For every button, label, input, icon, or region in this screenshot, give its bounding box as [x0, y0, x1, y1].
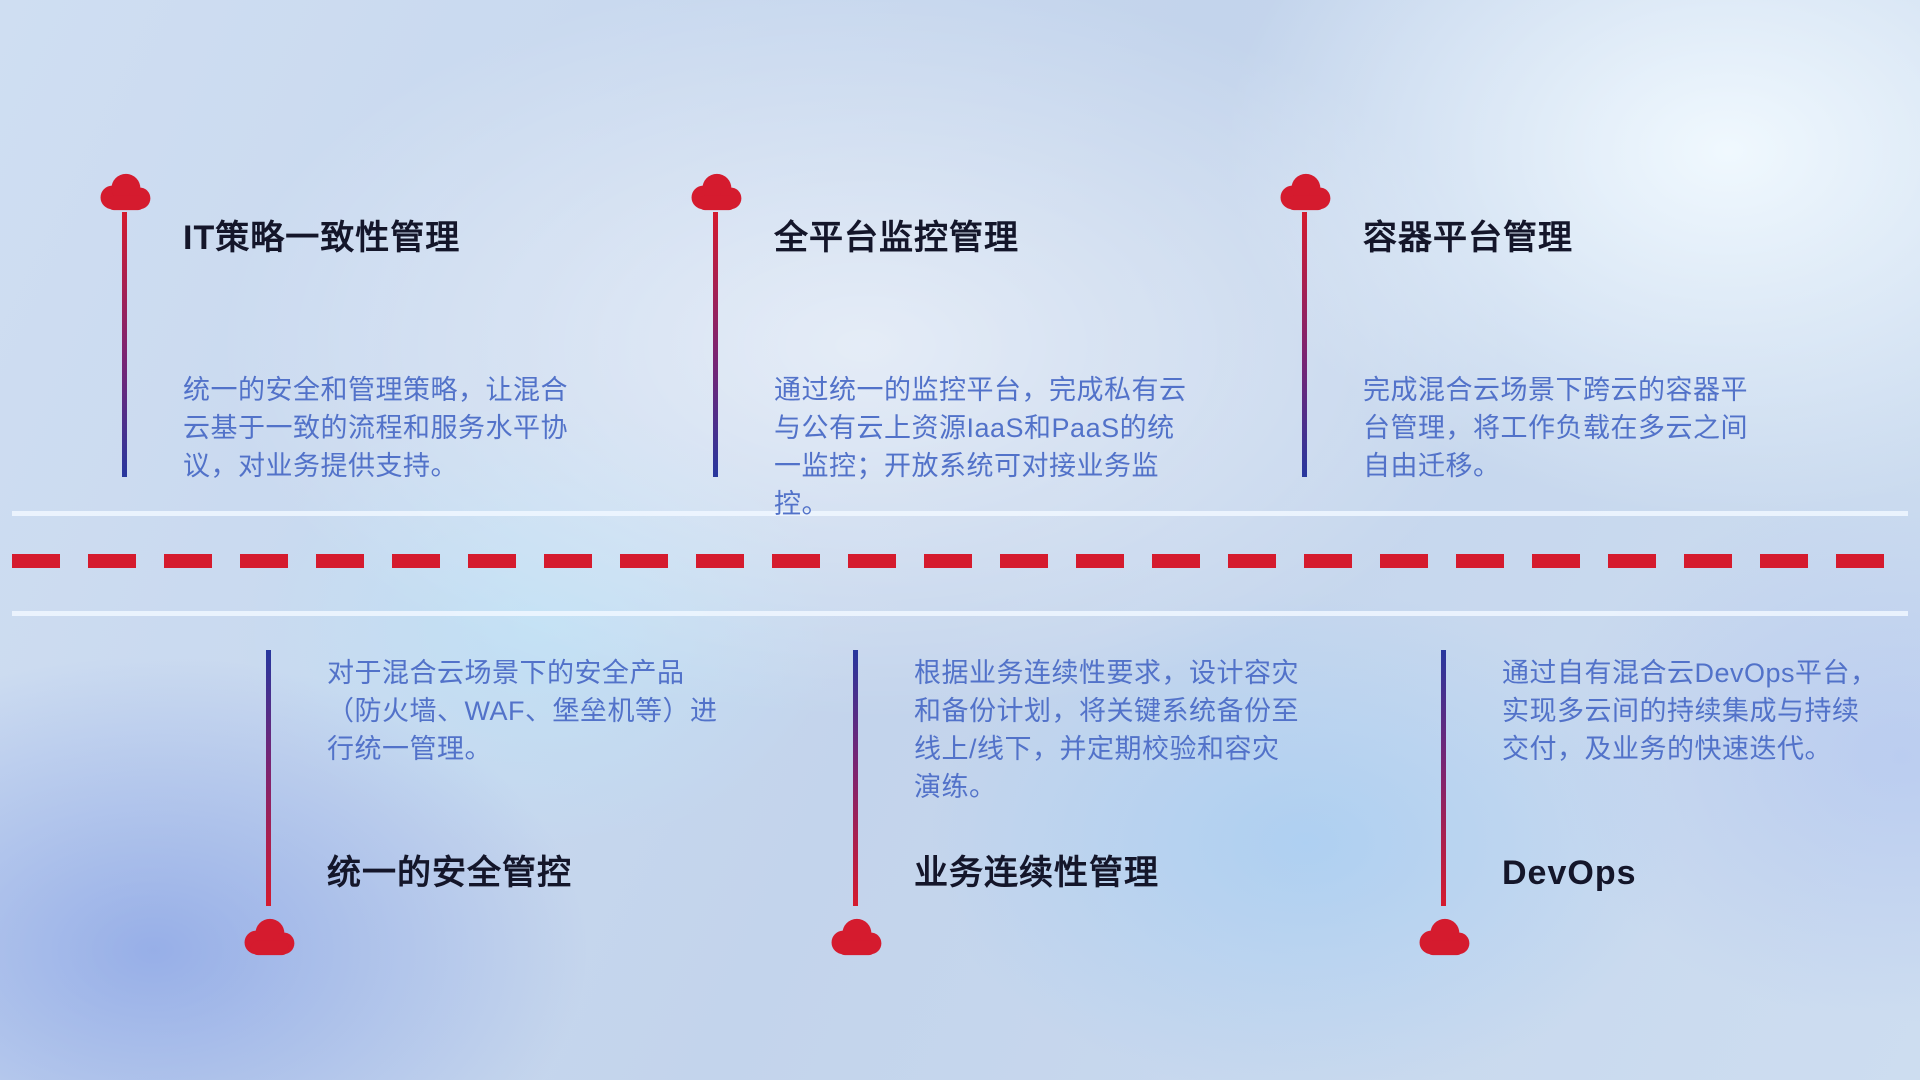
- cloud-icon: [691, 173, 742, 211]
- cloud-icon: [1280, 173, 1331, 211]
- timeline-item-it-policy: IT策略一致性管理 统一的安全和管理策略，让混合 云基于一致的流程和服务水平协 …: [97, 172, 617, 502]
- item-description: 通过自有混合云DevOps平台， 实现多云间的持续集成与持续 交付，及业务的快速…: [1502, 658, 1878, 764]
- item-description: 通过统一的监控平台，完成私有云 与公有云上资源IaaS和PaaS的统 一监控；开…: [774, 375, 1187, 519]
- timeline-item-devops: 通过自有混合云DevOps平台， 实现多云间的持续集成与持续 交付，及业务的快速…: [1416, 645, 1920, 975]
- timeline-dashed-line: [12, 554, 1908, 568]
- timeline-item-business-continuity: 根据业务连续性要求，设计容灾 和备份计划，将关键系统备份至 线上/线下，并定期校…: [828, 645, 1348, 975]
- timeline-item-container-platform: 容器平台管理 完成混合云场景下跨云的容器平 台管理，将工作负载在多云之间 自由迁…: [1277, 172, 1797, 502]
- cloud-icon: [244, 918, 295, 956]
- connector-line: [713, 212, 718, 477]
- cloud-icon: [100, 173, 151, 211]
- item-title: 全平台监控管理: [774, 219, 1019, 257]
- connector-line: [853, 650, 858, 906]
- item-title: 容器平台管理: [1363, 219, 1573, 257]
- cloud-icon: [1419, 918, 1470, 956]
- item-description: 统一的安全和管理策略，让混合 云基于一致的流程和服务水平协 议，对业务提供支持。: [183, 375, 568, 481]
- item-title: DevOps: [1502, 854, 1637, 892]
- item-title: 统一的安全管控: [327, 854, 572, 892]
- connector-line: [122, 212, 127, 477]
- connector-line: [266, 650, 271, 906]
- item-description: 对于混合云场景下的安全产品 （防火墙、WAF、堡垒机等）进 行统一管理。: [327, 658, 718, 764]
- timeline-item-security-control: 对于混合云场景下的安全产品 （防火墙、WAF、堡垒机等）进 行统一管理。 统一的…: [241, 645, 761, 975]
- item-title: 业务连续性管理: [914, 854, 1159, 892]
- connector-line: [1441, 650, 1446, 906]
- item-description: 根据业务连续性要求，设计容灾 和备份计划，将关键系统备份至 线上/线下，并定期校…: [914, 658, 1299, 802]
- cloud-icon: [831, 918, 882, 956]
- item-description: 完成混合云场景下跨云的容器平 台管理，将工作负载在多云之间 自由迁移。: [1363, 375, 1748, 481]
- timeline-item-monitoring: 全平台监控管理 通过统一的监控平台，完成私有云 与公有云上资源IaaS和PaaS…: [688, 172, 1208, 519]
- timeline-solid-line-bottom: [12, 611, 1908, 616]
- connector-line: [1302, 212, 1307, 477]
- timeline-solid-line-top: [12, 511, 1908, 516]
- item-title: IT策略一致性管理: [183, 219, 461, 257]
